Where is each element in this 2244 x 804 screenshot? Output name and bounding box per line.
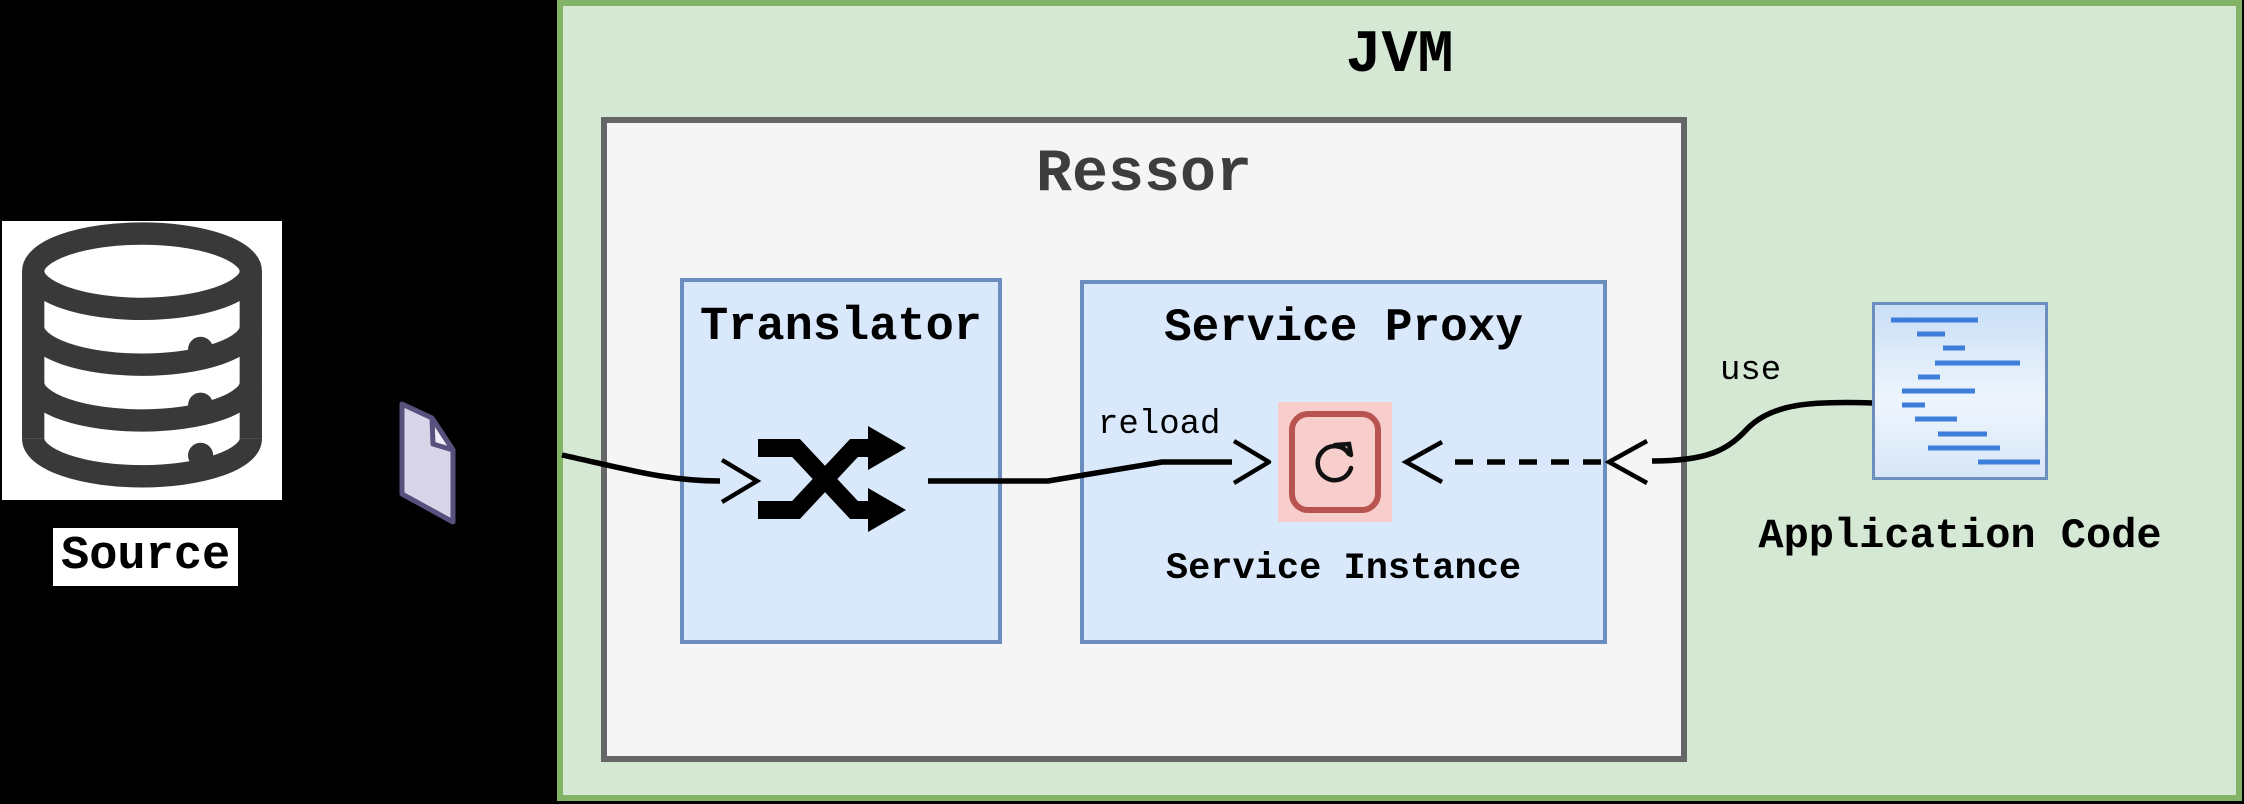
jvm-title: JVM	[1345, 22, 1454, 90]
application-code-label: Application Code	[1758, 512, 2162, 560]
service-instance-badge	[1278, 402, 1392, 522]
code-file-icon	[1872, 302, 2048, 480]
service-proxy-title: Service Proxy	[1164, 302, 1523, 354]
source-label: Source	[53, 528, 239, 586]
reload-icon	[1289, 411, 1381, 513]
service-instance-label: Service Instance	[1165, 548, 1522, 590]
database-icon	[22, 222, 262, 488]
ressor-title: Ressor	[1035, 141, 1253, 209]
shuffle-icon	[756, 424, 922, 532]
source-node	[2, 221, 282, 500]
reload-edge-label: reload	[1098, 406, 1221, 444]
use-edge-label: use	[1720, 352, 1782, 390]
translator-title: Translator	[699, 301, 983, 354]
file-icon	[398, 394, 458, 530]
